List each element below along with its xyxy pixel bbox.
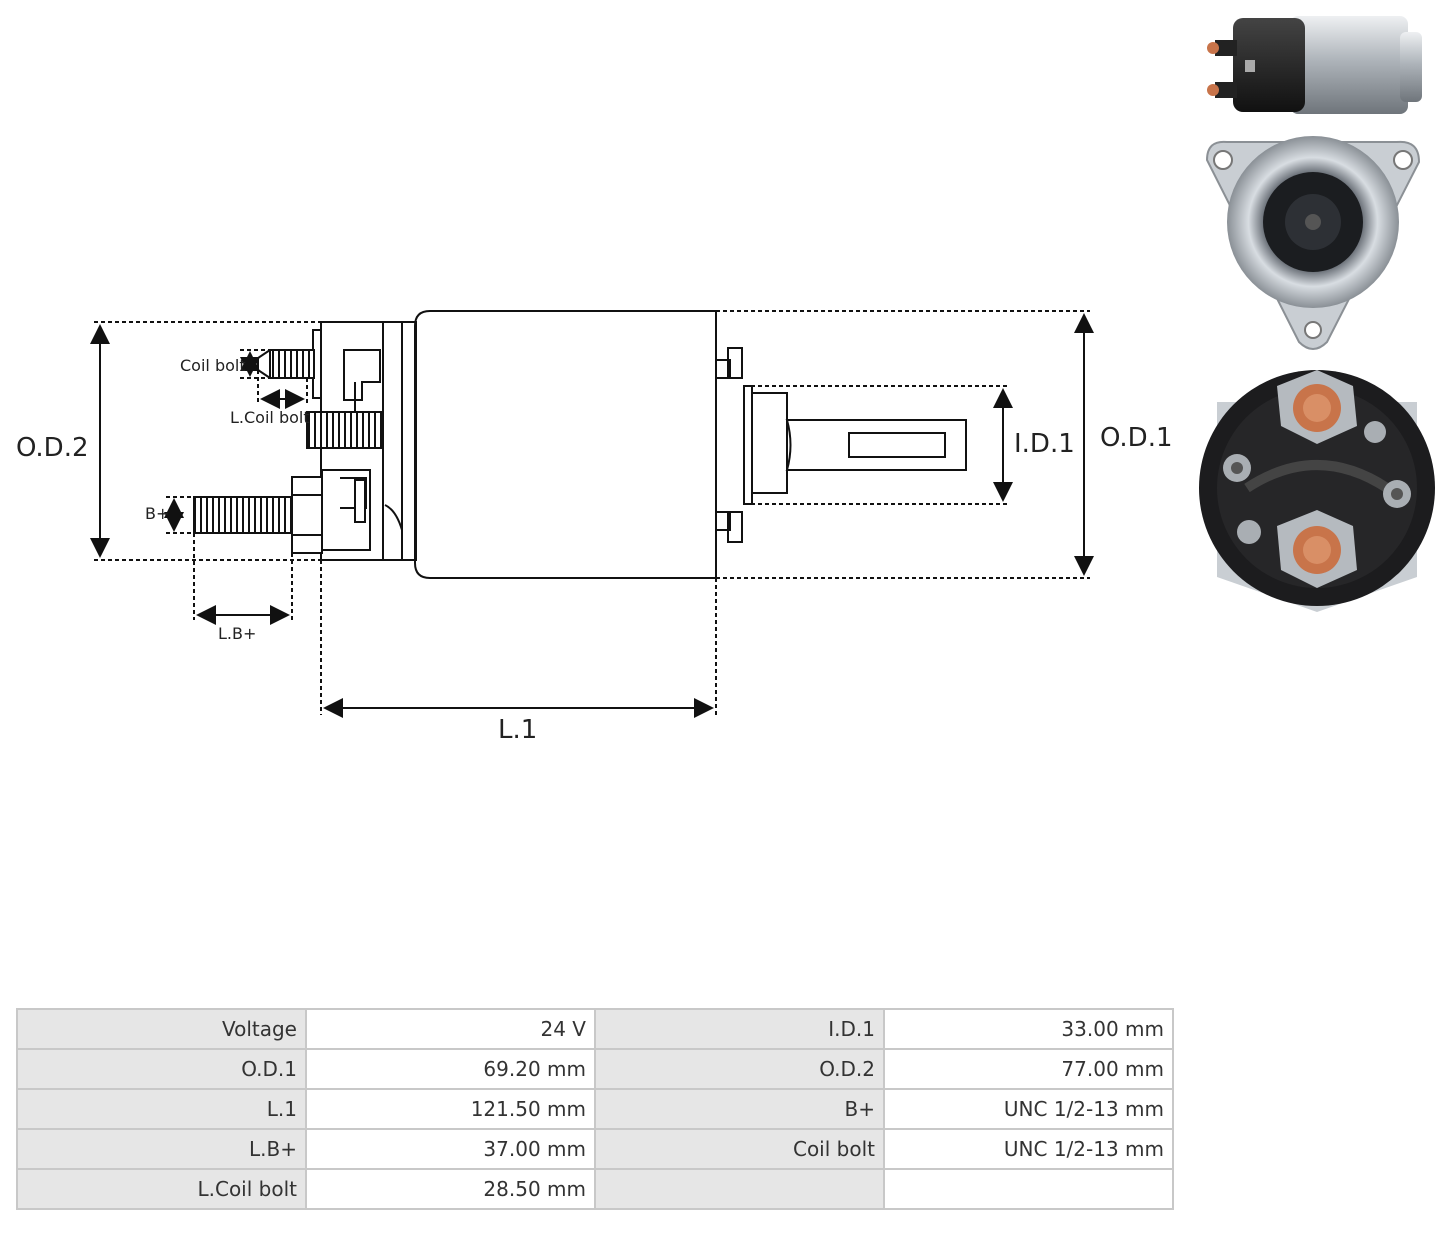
coil-bolt-label: Coil bolt (180, 356, 246, 375)
solenoid-technical-drawing: O.D.2 O.D.1 I.D.1 L.1 Coil bolt L.Coil b… (16, 310, 1173, 745)
table-row: O.D.1 69.20 mm O.D.2 77.00 mm (18, 1050, 1172, 1088)
table-row: L.1 121.50 mm B+ UNC 1/2-13 mm (18, 1090, 1172, 1128)
spec-table: Voltage 24 V I.D.1 33.00 mm O.D.1 69.20 … (16, 1008, 1174, 1210)
spec-label: L.1 (18, 1090, 305, 1128)
plunger (785, 419, 967, 471)
table-row: L.Coil bolt 28.50 mm (18, 1170, 1172, 1208)
spec-label: L.B+ (18, 1130, 305, 1168)
spec-value: 28.50 mm (307, 1170, 594, 1208)
b-plus-label: B+ (145, 504, 169, 523)
table-row: L.B+ 37.00 mm Coil bolt UNC 1/2-13 mm (18, 1130, 1172, 1168)
spec-value: 37.00 mm (307, 1130, 594, 1168)
l-coil-bolt-label: L.Coil bolt (230, 408, 310, 427)
spec-value: UNC 1/2-13 mm (885, 1090, 1172, 1128)
od1-label: O.D.1 (1100, 423, 1173, 453)
spec-label: O.D.1 (18, 1050, 305, 1088)
spec-label: Coil bolt (596, 1130, 883, 1168)
l1-label: L.1 (498, 715, 537, 745)
spec-label: L.Coil bolt (18, 1170, 305, 1208)
spec-value: 77.00 mm (885, 1050, 1172, 1088)
id1-label: I.D.1 (1014, 429, 1075, 459)
od2-label: O.D.2 (16, 433, 89, 463)
spec-label: O.D.2 (596, 1050, 883, 1088)
spec-label: B+ (596, 1090, 883, 1128)
spec-value: 33.00 mm (885, 1010, 1172, 1048)
spec-label: Voltage (18, 1010, 305, 1048)
table-row: Voltage 24 V I.D.1 33.00 mm (18, 1010, 1172, 1048)
l-b-plus-label: L.B+ (218, 624, 256, 643)
spec-value: 24 V (307, 1010, 594, 1048)
middle-stud (306, 411, 384, 449)
solenoid-side-view (1207, 16, 1422, 114)
spec-value: 69.20 mm (307, 1050, 594, 1088)
product-photos (1185, 0, 1445, 620)
solenoid-terminal-view (1199, 370, 1435, 612)
spec-label: I.D.1 (596, 1010, 883, 1048)
spec-label (596, 1170, 883, 1208)
coil-bolt (269, 349, 315, 379)
spec-value (885, 1170, 1172, 1208)
spec-value: 121.50 mm (307, 1090, 594, 1128)
main-body (414, 310, 717, 579)
solenoid-front-view (1205, 136, 1421, 350)
b-plus-bolt (193, 496, 293, 534)
spec-value: UNC 1/2-13 mm (885, 1130, 1172, 1168)
